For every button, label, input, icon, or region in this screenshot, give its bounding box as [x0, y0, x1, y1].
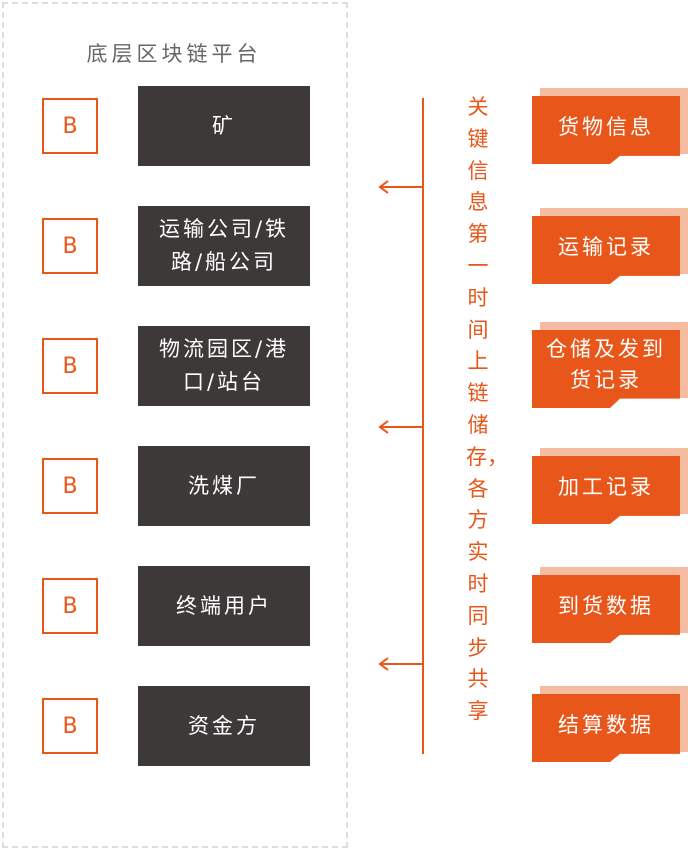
node-end-user: 终端用户	[138, 566, 310, 646]
arrow-left-icon	[378, 180, 422, 194]
tag-settlement-data: 结算数据	[532, 686, 688, 762]
flow-line	[422, 98, 424, 754]
tag-arrival-data: 到货数据	[532, 567, 688, 643]
blockchain-badge: B	[42, 98, 98, 154]
tag-transport-record: 运输记录	[532, 208, 688, 284]
node-transport: 运输公司/铁路/船公司	[138, 206, 310, 286]
tag-cargo-info: 货物信息	[532, 88, 688, 164]
node-logistics-park: 物流园区/港口/站台	[138, 326, 310, 406]
blockchain-badge: B	[42, 218, 98, 274]
blockchain-badge: B	[42, 338, 98, 394]
arrow-left-icon	[378, 420, 422, 434]
flow-description: 关键信息第一时间上链储存，各方实时同步共享	[466, 95, 508, 724]
tag-storage-record: 仓储及发到货记录	[532, 322, 688, 408]
blockchain-badge: B	[42, 698, 98, 754]
platform-title: 底层区块链平台	[86, 42, 262, 66]
node-mine: 矿	[138, 86, 310, 166]
tag-processing-record: 加工记录	[532, 448, 688, 524]
blockchain-badge: B	[42, 458, 98, 514]
blockchain-platform-panel: 底层区块链平台	[2, 2, 348, 848]
blockchain-badge: B	[42, 578, 98, 634]
node-coal-washery: 洗煤厂	[138, 446, 310, 526]
node-funder: 资金方	[138, 686, 310, 766]
arrow-left-icon	[378, 657, 422, 671]
